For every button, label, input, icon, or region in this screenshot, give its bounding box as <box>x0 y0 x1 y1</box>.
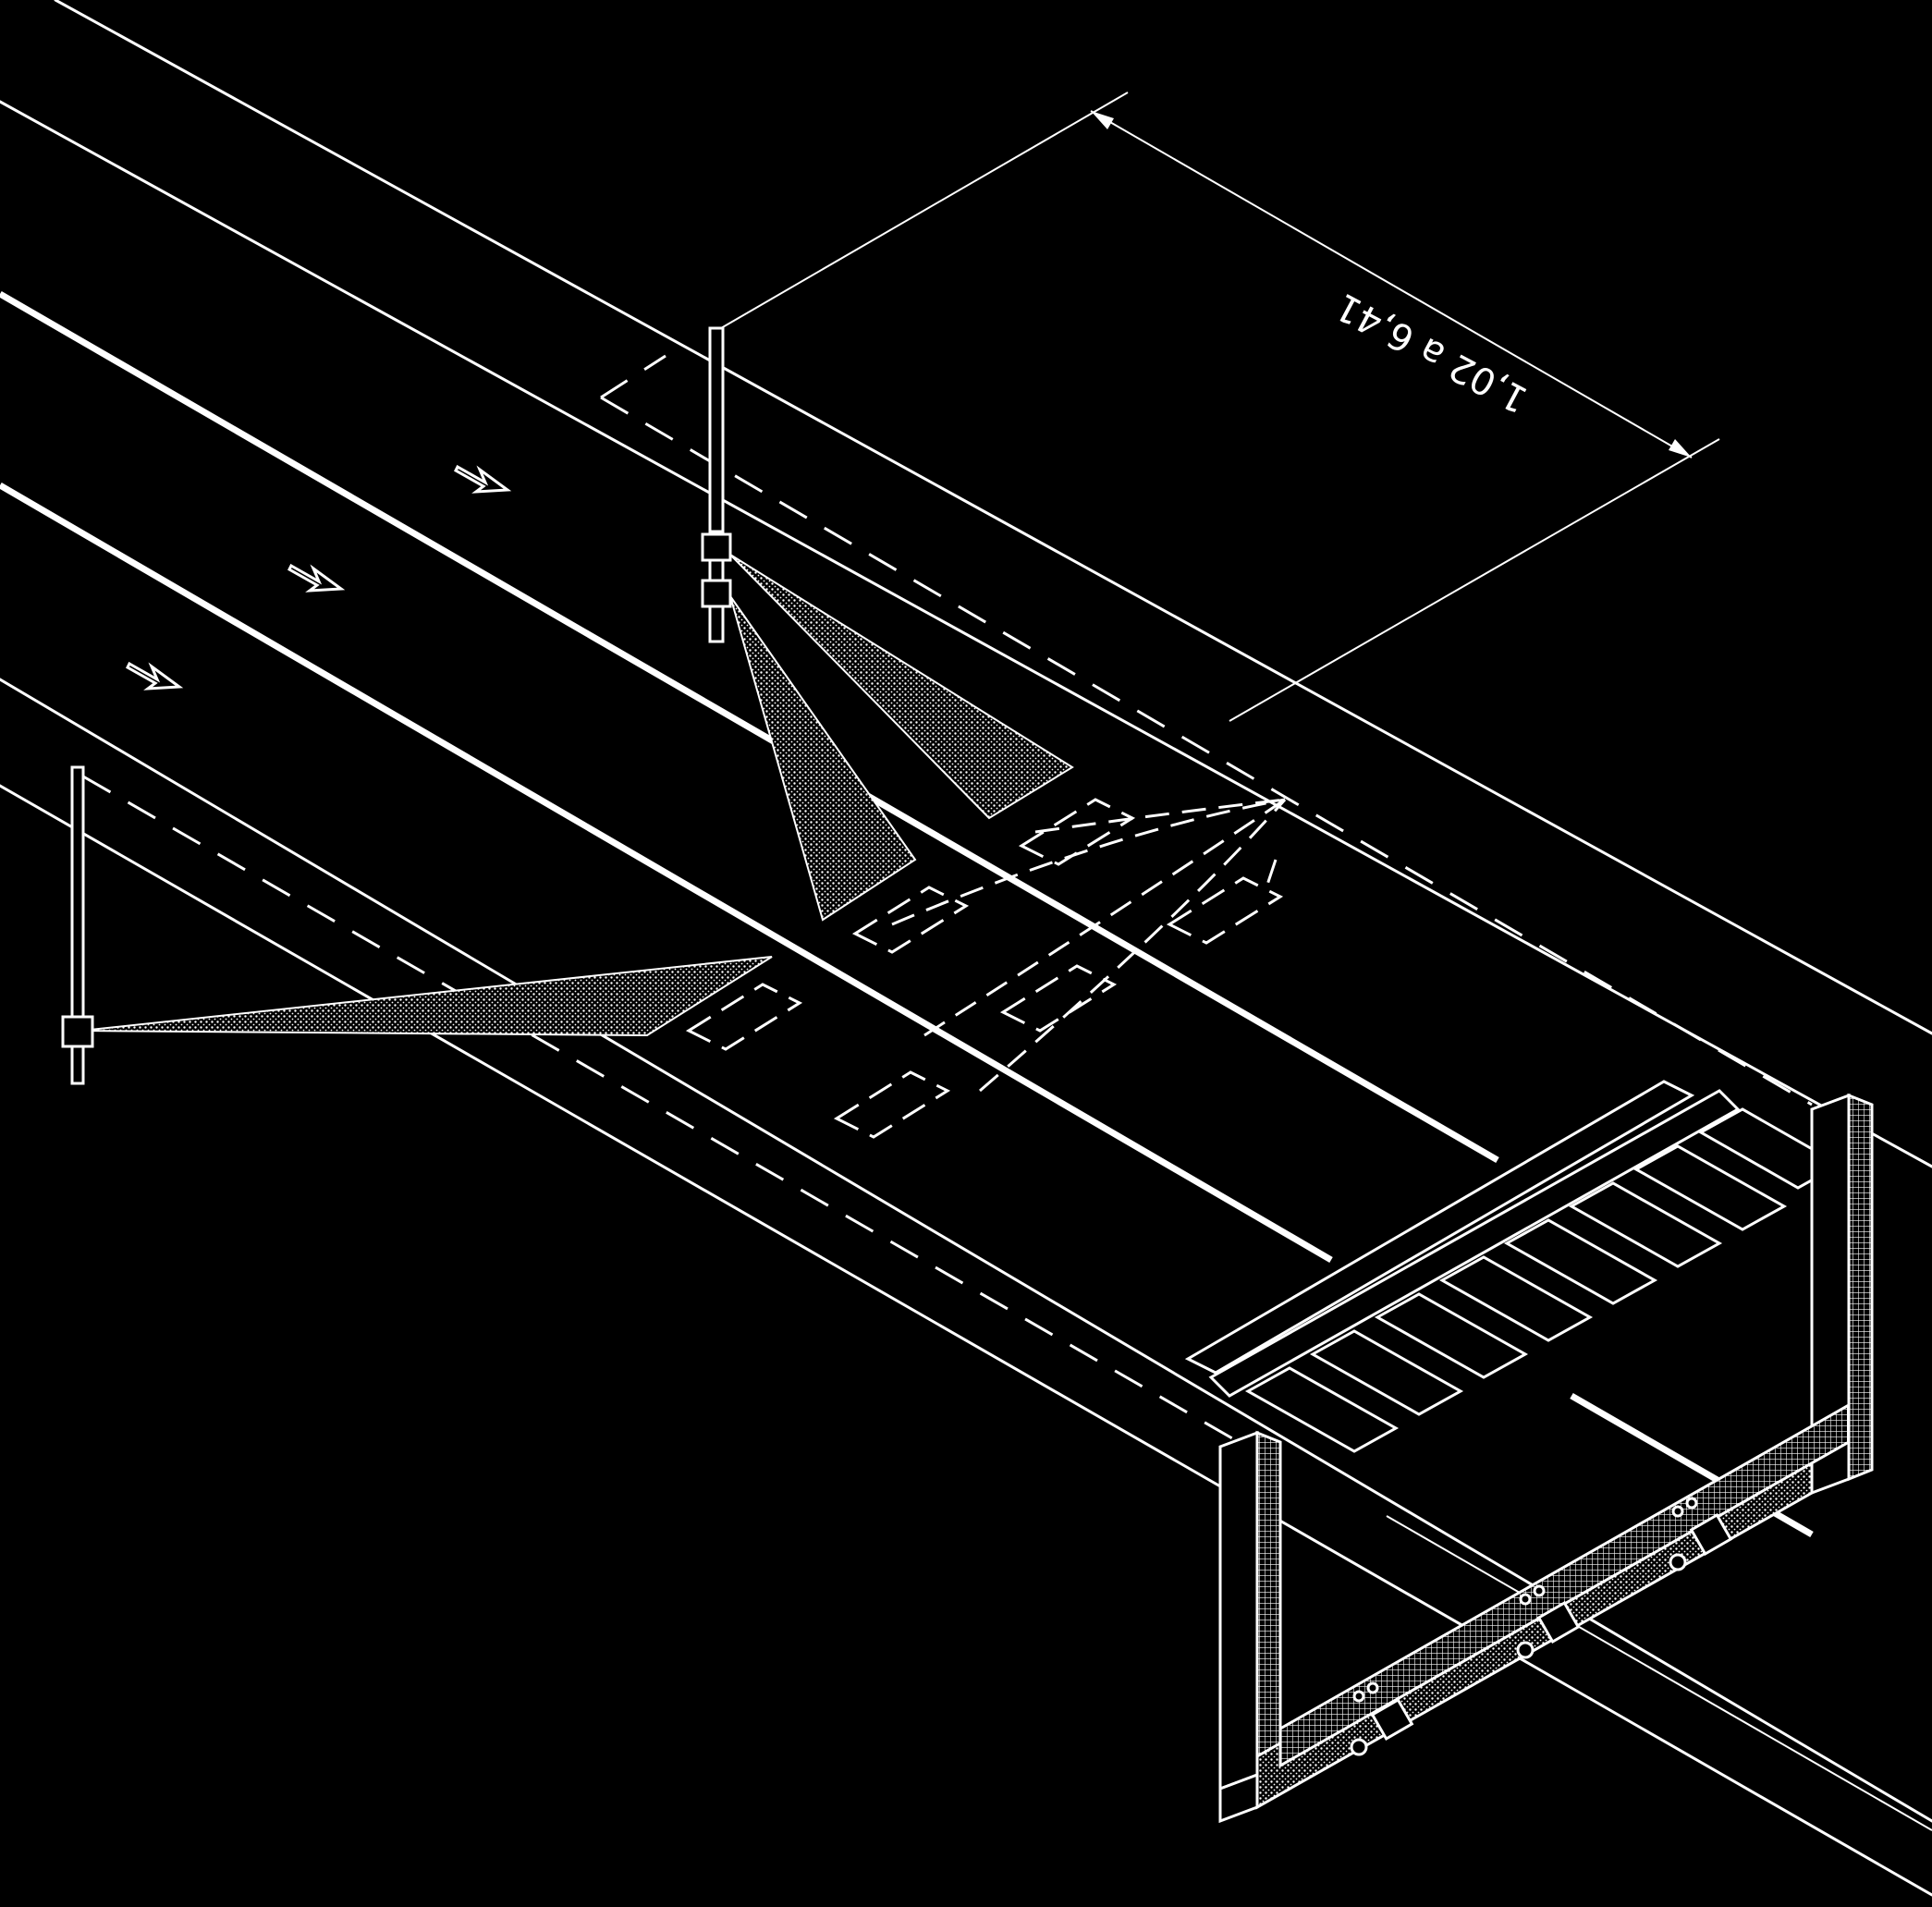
display-icon <box>1536 1600 1581 1644</box>
direction-arrow-icon <box>454 464 512 494</box>
control-panel <box>1516 1584 1581 1659</box>
display-icon <box>1689 1512 1733 1557</box>
sensor-pole-top <box>701 326 732 643</box>
control-panel <box>1669 1497 1733 1571</box>
detection-zone-outlines <box>82 354 1813 1444</box>
indicator-light-icon <box>1519 1593 1532 1606</box>
signal-links <box>891 798 1287 1093</box>
traffic-direction-arrows <box>126 464 512 691</box>
direction-arrow-icon <box>126 661 184 691</box>
camera-icon <box>701 579 732 608</box>
direction-arrow-icon <box>287 563 346 593</box>
indicator-light-icon <box>1533 1584 1546 1597</box>
dimension-label: 1,02 a 6,41 <box>1328 285 1535 422</box>
camera-icon <box>701 532 732 562</box>
indicator-light-icon <box>1352 1690 1365 1703</box>
camera-icon <box>61 1015 94 1048</box>
dimension-lines <box>720 92 1720 722</box>
gantry-frame <box>1218 1093 1874 1824</box>
knob-icon <box>1350 1738 1368 1756</box>
sensor-pole-left <box>61 765 94 1085</box>
indicator-light-icon <box>1671 1505 1684 1518</box>
indicator-light-icon <box>1366 1681 1379 1694</box>
gantry-control-panels <box>1350 1497 1733 1756</box>
display-icon <box>1370 1697 1414 1742</box>
knob-icon <box>1516 1641 1535 1659</box>
indicator-light-icon <box>1685 1497 1698 1510</box>
sensor-beams <box>80 554 1074 1037</box>
knob-icon <box>1669 1553 1687 1571</box>
crosswalk <box>1184 1080 1843 1453</box>
control-panel <box>1350 1681 1414 1756</box>
